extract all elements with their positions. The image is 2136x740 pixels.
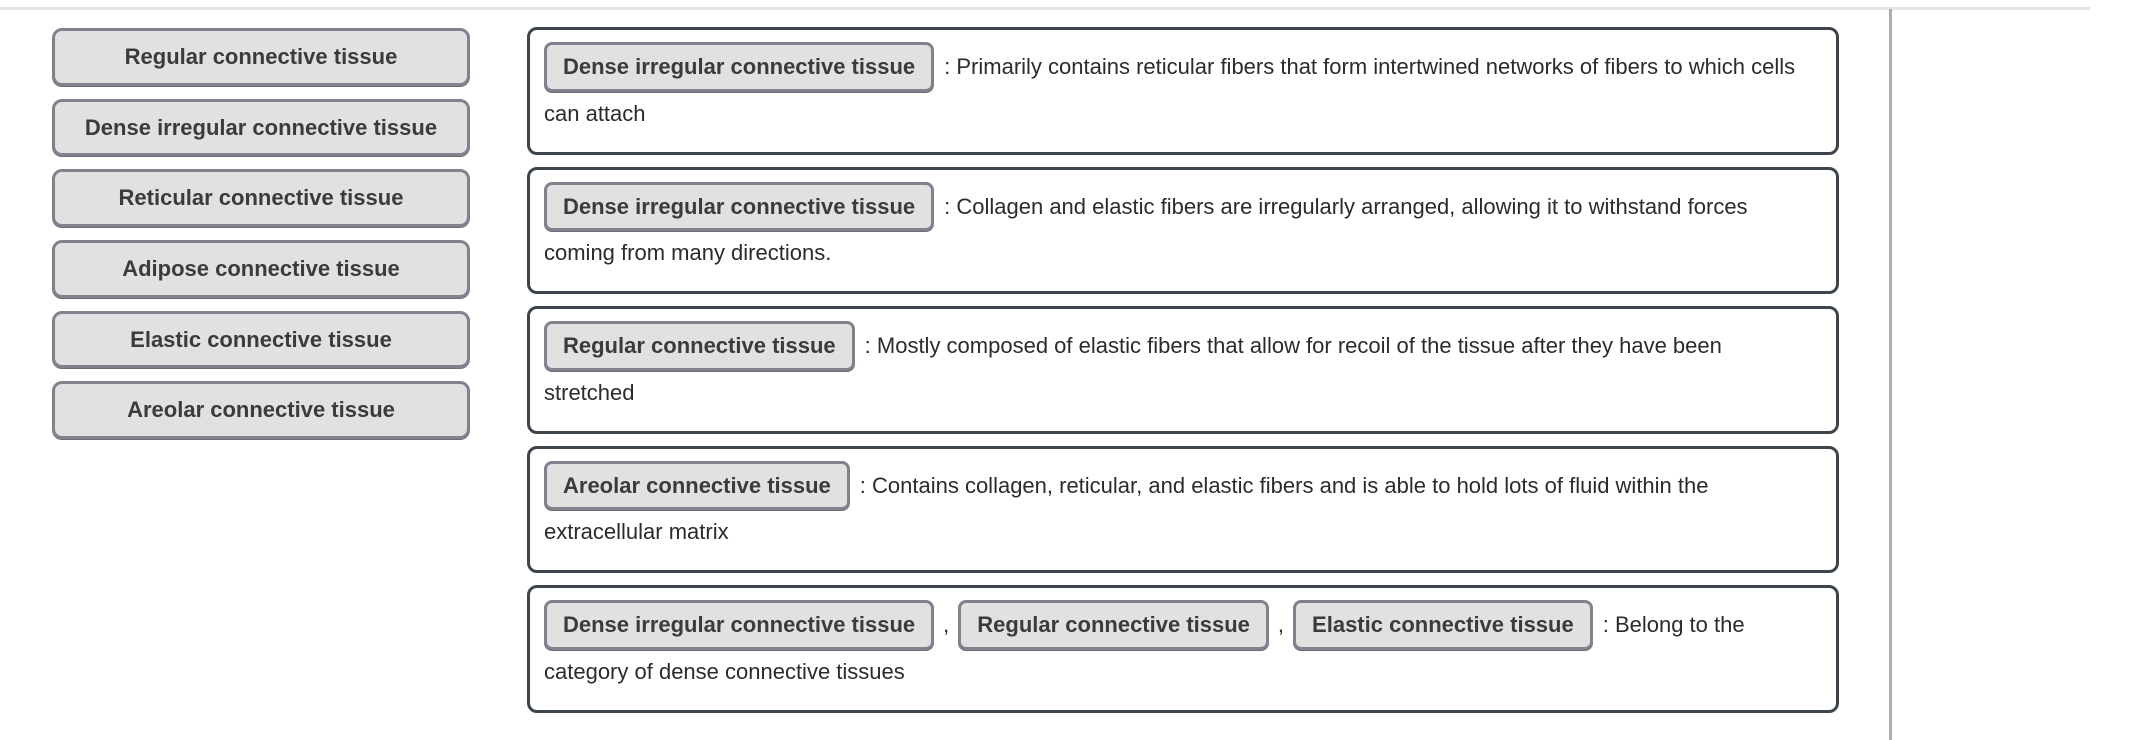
- answer-box: Dense irregular connective tissue: Prima…: [527, 27, 1839, 155]
- chip-separator: ,: [1277, 612, 1285, 637]
- answer-box: Dense irregular connective tissue: Colla…: [527, 166, 1839, 294]
- word-bank-chip[interactable]: Dense irregular connective tissue: [52, 98, 470, 157]
- answer-box: Regular connective tissue: Mostly compos…: [527, 306, 1839, 434]
- answer-chip[interactable]: Elastic connective tissue: [1293, 600, 1593, 650]
- answer-chip[interactable]: Dense irregular connective tissue: [544, 181, 935, 231]
- answer-text: : Contains collagen, reticular, and elas…: [544, 472, 1709, 545]
- answers-column: Dense irregular connective tissue: Prima…: [527, 27, 1839, 725]
- answer-text: : Belong to the category of dense connec…: [544, 612, 1745, 684]
- answer-box: Areolar connective tissue: Contains coll…: [527, 445, 1839, 573]
- right-panel-divider: [1889, 9, 1892, 740]
- answer-text: : Primarily contains reticular fibers th…: [544, 54, 1796, 126]
- answer-chip[interactable]: Dense irregular connective tissue: [544, 600, 935, 650]
- answer-text: : Mostly composed of elastic fibers that…: [544, 333, 1722, 405]
- answer-chip[interactable]: Regular connective tissue: [958, 600, 1269, 650]
- word-bank-chip[interactable]: Elastic connective tissue: [52, 310, 470, 369]
- answer-chip[interactable]: Areolar connective tissue: [544, 460, 850, 510]
- top-divider: [0, 7, 2090, 10]
- word-bank-chip[interactable]: Adipose connective tissue: [52, 240, 470, 298]
- answer-box: Dense irregular connective tissue, Regula…: [527, 585, 1839, 713]
- word-bank-chip[interactable]: Areolar connective tissue: [52, 381, 470, 440]
- word-bank-chip[interactable]: Regular connective tissue: [52, 28, 470, 86]
- answer-chip[interactable]: Regular connective tissue: [544, 321, 855, 371]
- answer-chip[interactable]: Dense irregular connective tissue: [544, 42, 935, 92]
- chip-separator: ,: [943, 612, 950, 637]
- word-bank-chip[interactable]: Reticular connective tissue: [52, 169, 470, 228]
- answer-text: : Collagen and elastic fibers are irregu…: [544, 193, 1748, 266]
